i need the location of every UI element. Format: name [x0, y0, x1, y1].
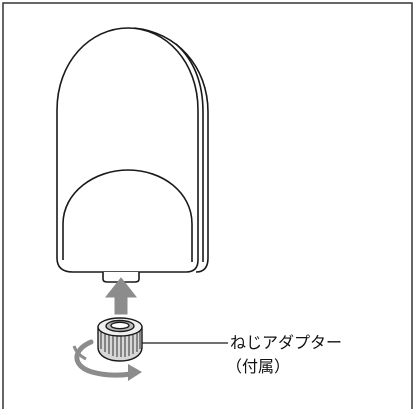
rotate-arrow-icon — [72, 339, 142, 381]
device-body — [56, 27, 209, 283]
screw-adapter — [97, 317, 143, 362]
callout-label-note: （付属） — [226, 357, 291, 376]
screw-adapter-hole — [110, 321, 130, 330]
device-side-edge — [133, 27, 209, 273]
device-side-inner-edge — [175, 43, 204, 262]
device-outline — [56, 27, 199, 273]
callout-label: ねじアダプター （付属） — [226, 331, 343, 379]
up-arrow-icon — [104, 277, 138, 315]
device-lower-arch — [62, 169, 193, 262]
screw-adapter-knurl — [100, 330, 141, 357]
callout-label-name: ねじアダプター — [230, 333, 343, 352]
